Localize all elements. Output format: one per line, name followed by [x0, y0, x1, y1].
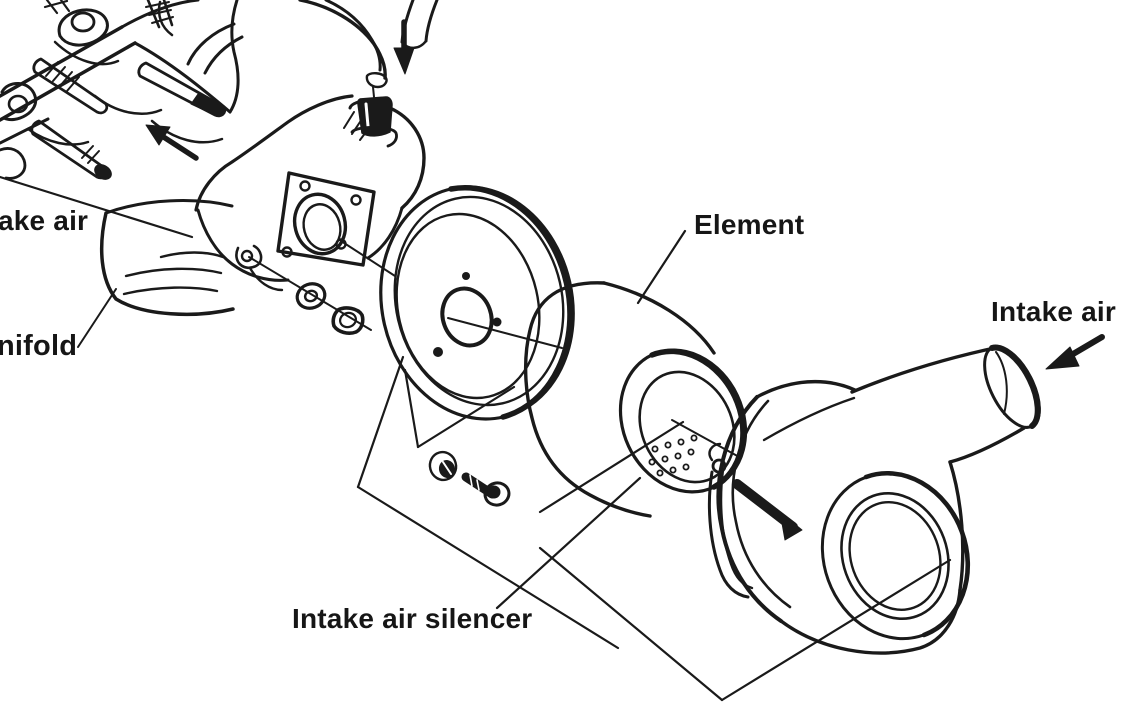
leader-lines: [495, 229, 687, 610]
label-intake-air-right: Intake air: [991, 296, 1116, 327]
label-element: Element: [694, 209, 805, 240]
inlet-snorkel: [850, 344, 1041, 464]
mounting-screws: [428, 450, 511, 507]
latch-clip: [707, 442, 803, 599]
silencer-housing: [707, 344, 1041, 655]
element-perforations: [648, 434, 698, 477]
head-studs: [30, 0, 227, 180]
element-leader-line: [636, 229, 687, 305]
label-intake-air-left: ake air: [0, 205, 89, 236]
silencer-cover-plate: [379, 185, 575, 421]
flow-arrow-down-icon: [393, 19, 415, 75]
nut: [331, 306, 365, 335]
silencer-leader-line: [495, 476, 642, 610]
grouping-outline: [356, 355, 952, 702]
washer: [295, 282, 327, 310]
vent-hose: [298, 0, 439, 148]
hose-nipple: [350, 96, 398, 148]
label-manifold: nifold: [0, 330, 78, 362]
engine-block: [0, 0, 244, 239]
intake-manifold: [77, 199, 235, 348]
label-intake-air-silencer: Intake air silencer: [292, 603, 533, 634]
manifold-leader-line: [77, 288, 117, 348]
flow-arrow-upleft-icon: [145, 124, 199, 161]
assembly-axis-line: [248, 256, 742, 459]
intake-air-flow-arrow-icon: [1045, 334, 1105, 370]
